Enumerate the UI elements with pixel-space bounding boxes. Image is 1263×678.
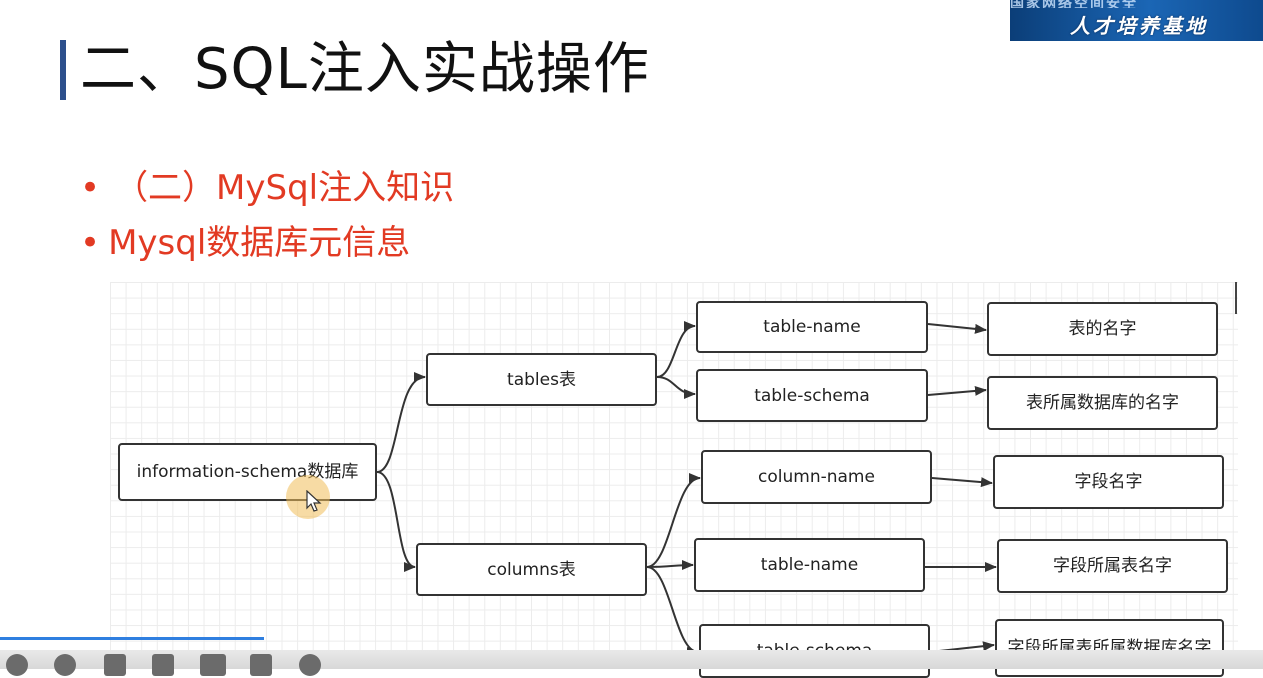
banner-top-text: 国家网络空间安全 (1010, 0, 1138, 8)
slide-title: 二、SQL注入实战操作 (80, 37, 650, 102)
bullet-item: • （二）MySql注入知识 (80, 166, 454, 210)
columns-node: columns表 (416, 543, 647, 596)
screenshot-icon[interactable] (152, 654, 174, 676)
diagram-scrollbar[interactable] (1235, 282, 1237, 314)
schema-diagram: information-schema数据库 tables表 columns表 t… (110, 282, 1238, 678)
columns-field-table-name: table-name (694, 538, 925, 592)
brand-banner: 国家网络空间安全 人才培养基地 (1010, 0, 1263, 41)
desc-table-name: 表的名字 (987, 302, 1218, 356)
connector-desc-2 (927, 385, 987, 396)
tables-field-table-name: table-name (696, 301, 928, 353)
camera-icon[interactable] (200, 654, 226, 676)
bullet-item: •Mysql数据库元信息 (80, 221, 410, 265)
connector-tables-name (656, 321, 696, 378)
bullet-dot-icon: • (80, 168, 101, 208)
connector-desc-1 (927, 323, 987, 334)
banner-subtitle: 人才培养基地 (1070, 14, 1208, 38)
connector-root-tables (376, 372, 426, 473)
prev-icon[interactable] (6, 654, 28, 676)
player-toolbar (0, 650, 1263, 676)
desc-column-name: 字段名字 (993, 455, 1224, 509)
mouse-cursor-icon (306, 490, 322, 512)
desc-column-table: 字段所属表名字 (997, 539, 1228, 593)
tables-node: tables表 (426, 353, 657, 406)
pen-icon[interactable] (104, 654, 126, 676)
playback-progress-bar[interactable] (0, 637, 264, 640)
connector-root-columns (376, 471, 416, 572)
tables-field-table-schema: table-schema (696, 369, 928, 422)
bullet-dot-icon: • (80, 223, 101, 263)
connector-columns-schema (646, 566, 699, 657)
bullet-text: （二）MySql注入知识 (114, 168, 455, 208)
more-icon[interactable] (299, 654, 321, 676)
title-accent-bar (60, 40, 66, 100)
desc-table-schema: 表所属数据库的名字 (987, 376, 1218, 430)
connector-desc-3 (931, 477, 993, 488)
next-icon[interactable] (54, 654, 76, 676)
root-node: information-schema数据库 (118, 443, 377, 501)
columns-field-column-name: column-name (701, 450, 932, 504)
connector-columns-colname (646, 473, 701, 568)
save-icon[interactable] (250, 654, 272, 676)
bullet-text: Mysql数据库元信息 (108, 223, 411, 263)
connector-columns-tablename (646, 560, 694, 571)
connector-tables-schema (656, 376, 696, 399)
